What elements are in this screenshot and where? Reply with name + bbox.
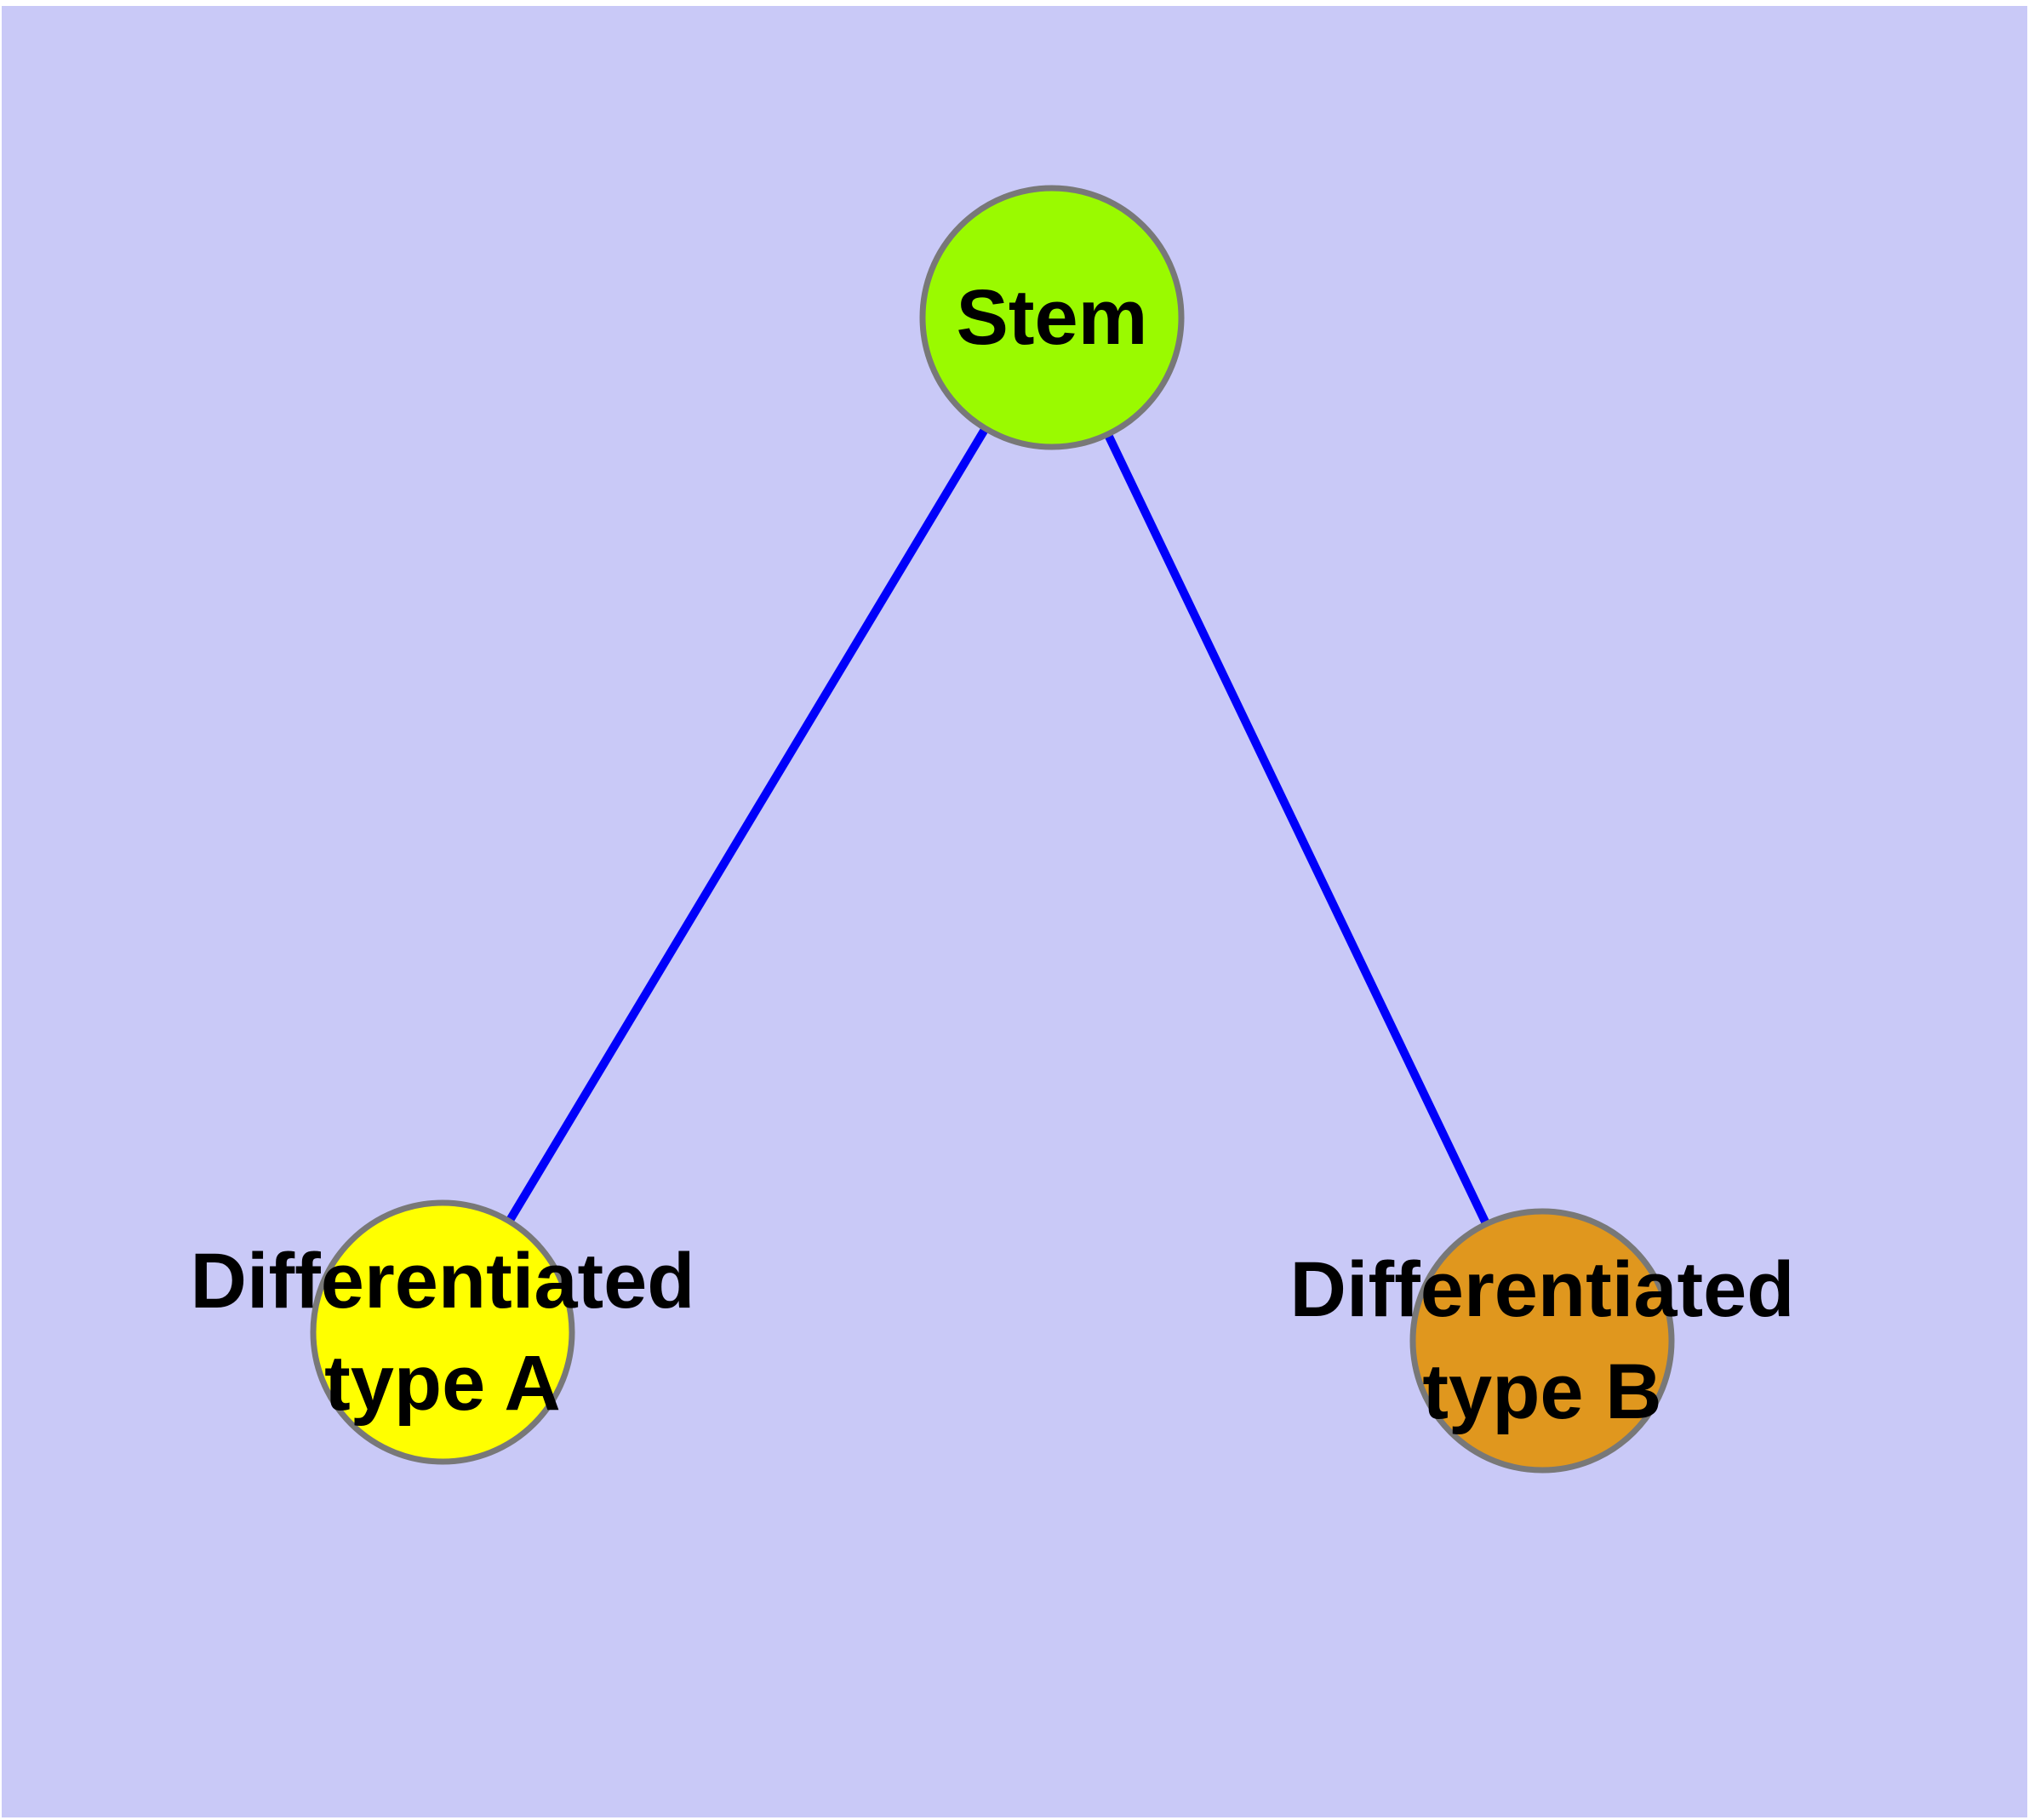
node-differentiated-type-b <box>1409 1208 1675 1474</box>
edge-stem-to-differentiated-type-b <box>1048 315 1546 1343</box>
node-differentiated-type-a <box>310 1199 575 1465</box>
edge-stem-to-differentiated-type-a <box>438 315 1056 1335</box>
node-stem <box>919 185 1185 450</box>
